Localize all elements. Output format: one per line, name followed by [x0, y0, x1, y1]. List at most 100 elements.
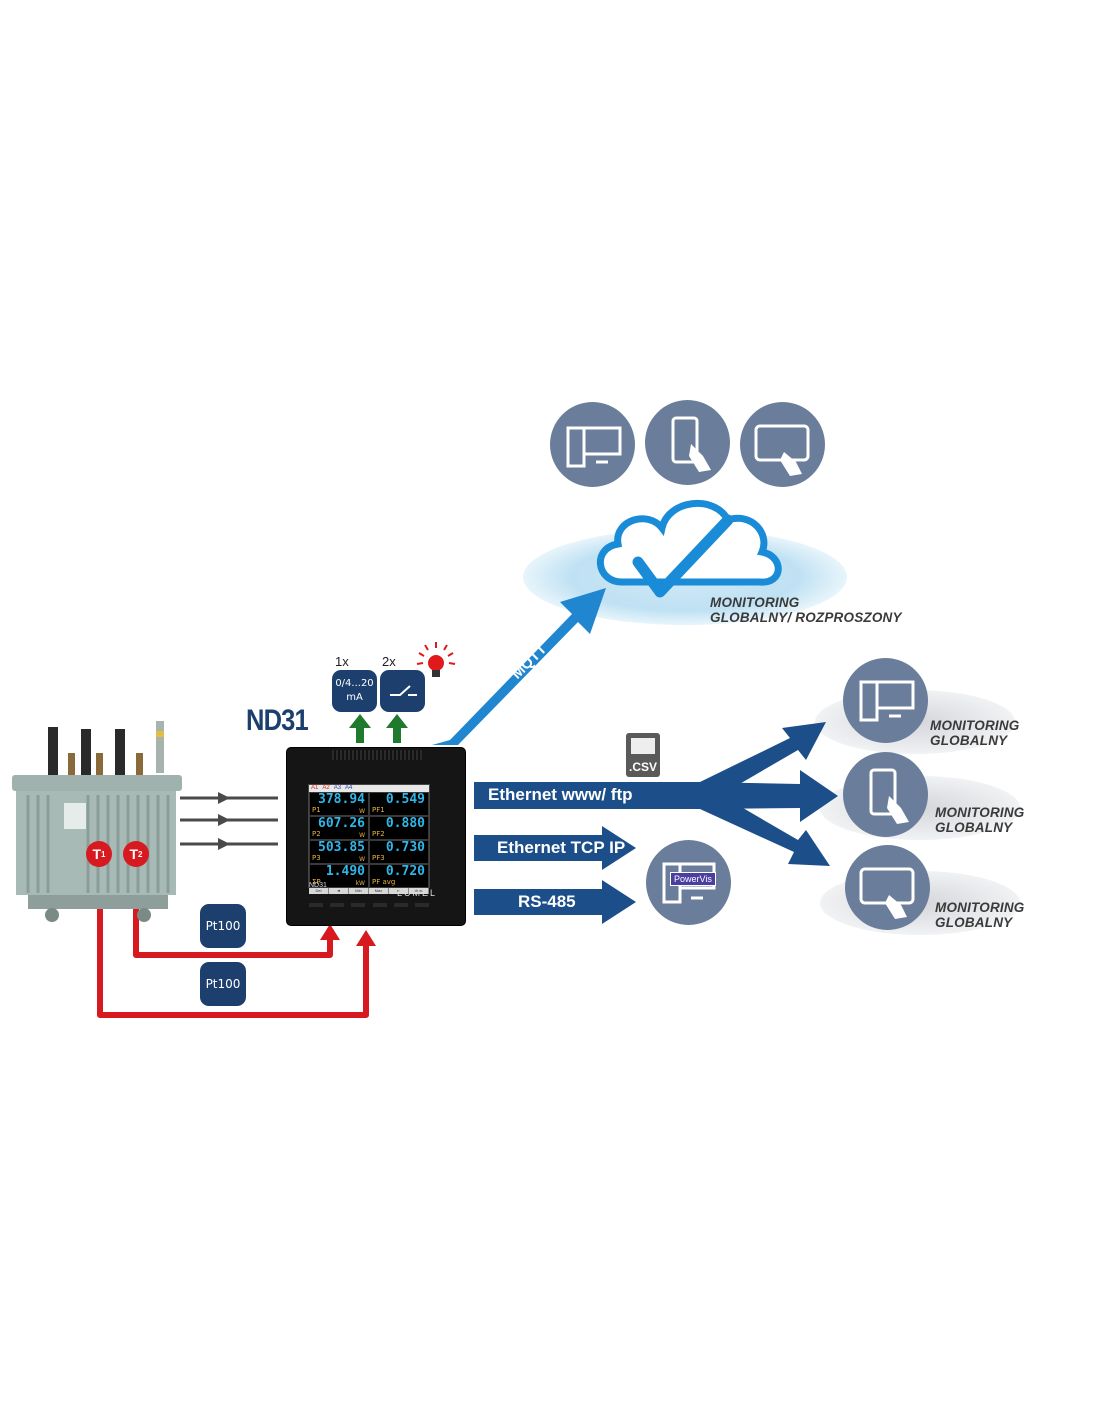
reading-unit: W [359, 808, 365, 815]
analog-unit: mA [346, 692, 363, 703]
phase-lines [180, 792, 278, 850]
reading-label: P3 [312, 854, 321, 862]
analog-output-count: 1x [335, 654, 349, 669]
screen-softkey-bar: Del ◄ Min Max ► Menu [309, 888, 429, 894]
screen-alarm-a2: A2 [322, 785, 330, 791]
sensor-arrowhead-2 [356, 930, 376, 946]
smartphone-icon [869, 768, 909, 824]
reading-value: 0.730 [385, 840, 425, 855]
reading-unit: W [359, 856, 365, 863]
desktop-icon [566, 426, 622, 468]
meter-key[interactable] [372, 903, 387, 907]
rs485-arrow [474, 880, 636, 924]
screen-alarm-a3: A3 [333, 785, 342, 791]
global-monitor-tablet [845, 845, 930, 930]
checkmark-icon [632, 514, 734, 598]
global-monitor-smartphone [843, 752, 928, 837]
meter-key[interactable] [330, 903, 345, 907]
cloud-device-desktop [550, 402, 635, 487]
device-model-title: ND31 [246, 704, 309, 737]
tablet-icon [859, 867, 915, 919]
cloud-label-line2: GLOBALNY/ ROZPROSZONY [710, 610, 902, 625]
cloud-label-line1: MONITORING [710, 595, 800, 610]
meter-vent-grille [332, 750, 422, 760]
meter-model-label: ND31 [309, 882, 327, 889]
softkey-label: Del [309, 888, 329, 894]
smartphone-icon [671, 416, 711, 472]
analog-range: 0/4...20 [335, 678, 374, 689]
meter-key[interactable] [351, 903, 366, 907]
alarm-bulb-icon [416, 642, 456, 677]
cloud-icon [597, 499, 782, 598]
global-monitor-label-2: MONITORING GLOBALNY [935, 805, 1025, 835]
reading-value: 0.549 [385, 792, 425, 807]
screen-alarm-a1: A1 [311, 785, 319, 791]
csv-label: .CSV [628, 760, 657, 774]
reading-unit: W [359, 832, 365, 839]
reading-label: P1 [312, 806, 321, 814]
monitor-label-line2: GLOBALNY [935, 915, 1013, 930]
relay-switch-icon [389, 685, 417, 696]
powervis-station: PowerVis [646, 840, 731, 925]
reading-value: 0.880 [385, 816, 425, 831]
screen-alarm-a4: A4 [345, 785, 353, 791]
monitor-label-line2: GLOBALNY [935, 820, 1013, 835]
reading-label: PF2 [372, 830, 385, 838]
meter-key[interactable] [309, 903, 323, 907]
meter-key[interactable] [414, 903, 429, 907]
ethernet-tcp-arrow [474, 826, 636, 870]
relay-output-box [380, 670, 425, 712]
softkey-label: ► [389, 888, 409, 894]
reading-label: PF1 [372, 806, 385, 814]
analog-output-box: 0/4...20 mA [332, 670, 377, 712]
ethernet-tcp-ip-label: Ethernet TCP IP [497, 838, 626, 857]
desktop-icon [859, 680, 915, 722]
reading-label: PF avg [372, 878, 396, 886]
global-monitor-label-3: MONITORING GLOBALNY [935, 900, 1025, 930]
cloud-monitoring-label: MONITORING GLOBALNY/ ROZPROSZONY [710, 595, 902, 625]
softkey-label: ◄ [329, 888, 349, 894]
softkey-label: Menu [409, 888, 429, 894]
powervis-badge: PowerVis [670, 872, 716, 886]
reading-value: 378.94 [318, 792, 365, 807]
reading-value: 1.490 [325, 864, 365, 879]
meter-keypad [309, 903, 429, 907]
sensor-tag: T [92, 846, 102, 862]
sensor-tag: T [129, 846, 139, 862]
monitor-label-line1: MONITORING [935, 900, 1025, 915]
pt100-box-1: Pt100 [200, 904, 246, 948]
ethernet-www-branching-arrow [474, 722, 838, 866]
monitor-label-line2: GLOBALNY [930, 733, 1008, 748]
relay-output-count: 2x [382, 654, 396, 669]
tablet-icon [754, 424, 810, 476]
meter-key[interactable] [393, 903, 408, 907]
pt100-box-2: Pt100 [200, 962, 246, 1006]
csv-file-icon: .CSV [626, 733, 660, 777]
softkey-label: Max [369, 888, 389, 894]
ethernet-www-ftp-label: Ethernet www/ ftp [488, 785, 633, 804]
monitor-label-line1: MONITORING [930, 718, 1020, 733]
global-monitor-label-1: MONITORING GLOBALNY [930, 718, 1020, 748]
reading-label: P2 [312, 830, 321, 838]
transformer-image [8, 715, 186, 935]
rs485-label: RS-485 [518, 892, 576, 911]
pt100-label: Pt100 [205, 977, 241, 991]
pt100-label: Pt100 [205, 919, 241, 933]
softkey-label: Min [349, 888, 369, 894]
meter-brand-label: LUMEL [397, 888, 438, 898]
reading-value: 503.85 [318, 840, 365, 855]
sensor-arrowhead-1 [320, 924, 340, 940]
reading-unit: kW [355, 880, 365, 887]
sensor-index: 2 [138, 849, 143, 859]
reading-label: PF3 [372, 854, 385, 862]
